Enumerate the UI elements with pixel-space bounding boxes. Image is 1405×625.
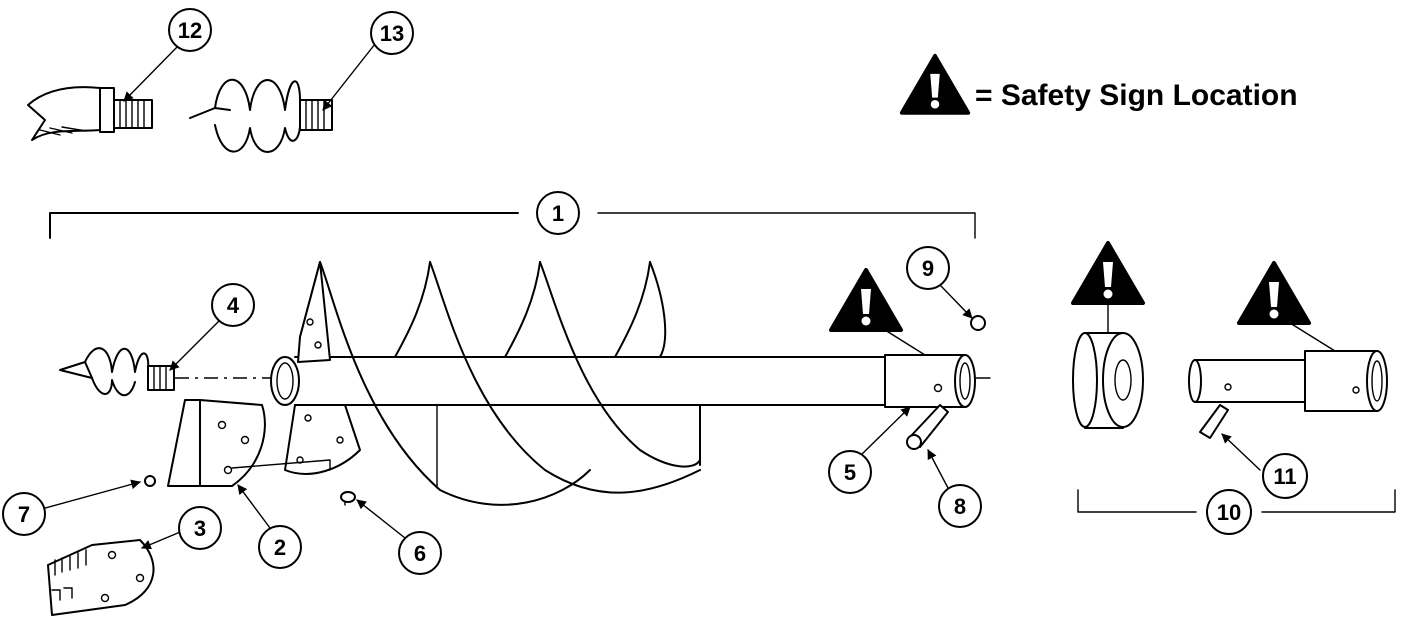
callout-label: 11 [1273, 464, 1296, 489]
callout-12: 12 [168, 8, 212, 52]
callout-label: 12 [178, 18, 202, 43]
callout-9: 9 [906, 246, 950, 290]
callout-label: 4 [227, 293, 240, 318]
callout-label: 2 [274, 535, 286, 560]
part-2-cutter-head [167, 399, 331, 487]
warning-triangle-icon [899, 53, 971, 115]
part-10-adapter-kit [1071, 241, 1388, 439]
callout-label: 6 [414, 541, 426, 566]
part-13-pilot-auger [189, 78, 333, 153]
callout-label: 1 [552, 201, 564, 226]
callout-13: 13 [370, 11, 414, 55]
warning-triangle-icon [1237, 261, 1311, 325]
callout-8: 8 [938, 484, 982, 528]
warning-triangle-icon [829, 268, 903, 332]
legend: = Safety Sign Location [899, 53, 1298, 115]
callout-6: 6 [398, 531, 442, 575]
leader-lines [37, 43, 1261, 550]
part-9-clip [970, 315, 986, 331]
callout-4: 4 [211, 283, 255, 327]
callout-3: 3 [178, 506, 222, 550]
part-7-nut [144, 475, 156, 487]
callout-label: 9 [922, 256, 934, 281]
part-11-pin [1199, 404, 1229, 439]
callout-1: 1 [536, 191, 580, 235]
callout-11: 11 [1262, 453, 1308, 499]
part-4-pilot-auger [59, 347, 175, 397]
part-3-tooth-cutter [47, 539, 155, 616]
callout-label: 3 [194, 516, 206, 541]
callout-label: 13 [380, 21, 404, 46]
callout-label: 7 [18, 502, 30, 527]
callout-5: 5 [828, 450, 872, 494]
callout-label: 5 [844, 460, 856, 485]
legend-text: = Safety Sign Location [975, 79, 1298, 112]
callout-2: 2 [258, 525, 302, 569]
part-12-fishtail-point [27, 86, 153, 141]
callout-label: 10 [1217, 500, 1241, 525]
part-6-bolt [340, 491, 356, 506]
callout-label: 8 [954, 494, 966, 519]
warning-triangle-icon [1071, 241, 1145, 305]
part-8-pin [906, 404, 949, 450]
part-1-auger-assembly [270, 261, 991, 506]
callout-10: 10 [1206, 489, 1252, 535]
callout-7: 7 [2, 492, 46, 536]
